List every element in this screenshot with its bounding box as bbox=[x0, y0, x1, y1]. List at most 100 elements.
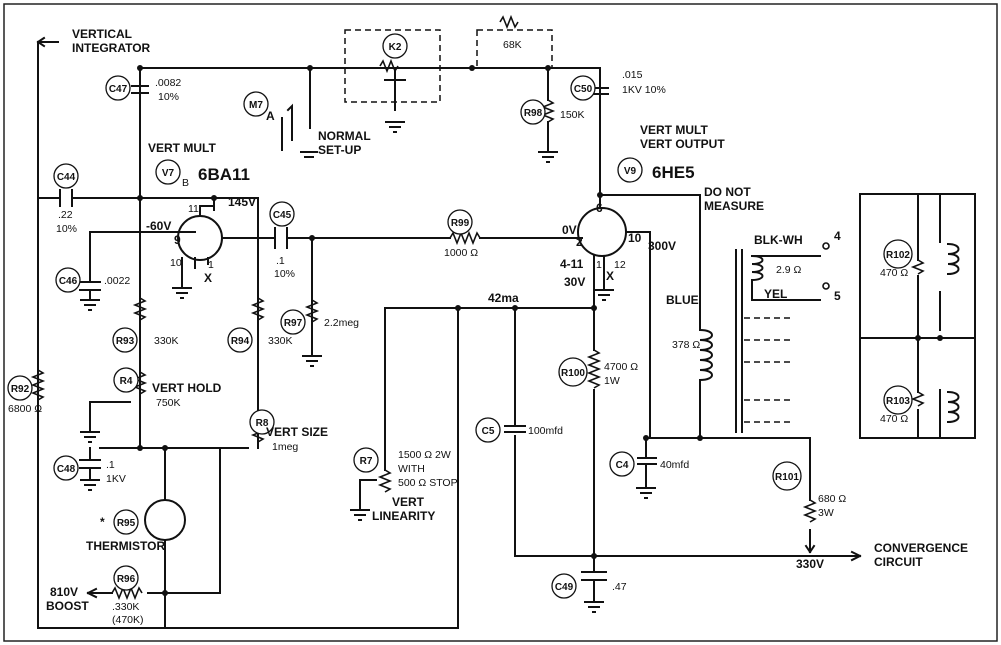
ov-label: 0V bbox=[562, 223, 577, 237]
c45-ref: C45 bbox=[273, 210, 292, 221]
r8-value: 1meg bbox=[272, 441, 298, 453]
pin-10: 10 bbox=[170, 257, 182, 269]
r93-ref: R93 bbox=[116, 336, 135, 347]
c49-value: .47 bbox=[612, 581, 627, 593]
r101-value: 680 Ω bbox=[818, 493, 846, 505]
r95-star: * bbox=[100, 515, 105, 529]
r98-ref: R98 bbox=[524, 108, 543, 119]
r68k-value: 68K bbox=[503, 39, 522, 51]
x-mark-2: X bbox=[606, 269, 614, 283]
vert-mult-label: VERT MULT bbox=[148, 141, 216, 155]
vert-mult-label-2: VERT MULT bbox=[640, 123, 708, 137]
junction-dots bbox=[137, 65, 943, 596]
v9-tube-type: 6HE5 bbox=[652, 163, 695, 182]
convergence-label-2: CIRCUIT bbox=[874, 555, 923, 569]
r100-power: 1W bbox=[604, 375, 620, 387]
r99-value: 1000 Ω bbox=[444, 247, 478, 259]
c48-rating: 1KV bbox=[106, 473, 126, 485]
r96-alt-value: (470K) bbox=[112, 614, 144, 626]
m7-ref: M7 bbox=[249, 100, 263, 111]
c48-value: .1 bbox=[106, 459, 115, 471]
pin-6: 6 bbox=[596, 201, 603, 215]
pin-4-11: 4-11 bbox=[560, 257, 584, 271]
pin-9: 9 bbox=[174, 233, 181, 247]
r8-ref: R8 bbox=[256, 418, 269, 429]
c4-ref: C4 bbox=[616, 460, 629, 471]
current-42ma: 42ma bbox=[488, 291, 519, 305]
r103-ref: R103 bbox=[886, 396, 910, 407]
r103-value: 470 Ω bbox=[880, 413, 908, 425]
r101-ref: R101 bbox=[775, 472, 799, 483]
yel-label: YEL bbox=[764, 287, 787, 301]
r100-value: 4700 Ω bbox=[604, 361, 638, 373]
r93-value: 330K bbox=[154, 335, 179, 347]
frame bbox=[3, 3, 998, 642]
do-not-label: DO NOT bbox=[704, 185, 751, 199]
pin-10-v9: 10 bbox=[628, 231, 642, 245]
r97-ref: R97 bbox=[284, 318, 303, 329]
v300-label: 300V bbox=[648, 239, 676, 253]
vert-hold-label: VERT HOLD bbox=[152, 381, 222, 395]
r4-value: 750K bbox=[156, 397, 181, 409]
ground-symbols bbox=[80, 121, 656, 613]
r98-value: 150K bbox=[560, 109, 585, 121]
c50-rating: 1KV 10% bbox=[622, 84, 666, 96]
terminal-5: 5 bbox=[834, 289, 841, 303]
c47-ref: C47 bbox=[109, 84, 128, 95]
reference-bubbles bbox=[7, 33, 913, 599]
vert-output-label: VERT OUTPUT bbox=[640, 137, 725, 151]
c50-ref: C50 bbox=[574, 84, 593, 95]
setup-label: SET-UP bbox=[318, 143, 361, 157]
r99-ref: R99 bbox=[451, 218, 470, 229]
normal-label: NORMAL bbox=[318, 129, 371, 143]
convergence-label-1: CONVERGENCE bbox=[874, 541, 968, 555]
v30-label: 30V bbox=[564, 275, 585, 289]
v9-ref: V9 bbox=[624, 166, 637, 177]
vert-linearity-2: LINEARITY bbox=[372, 509, 435, 523]
wiring bbox=[36, 29, 976, 629]
r94-ref: R94 bbox=[231, 336, 250, 347]
blue-label: BLUE bbox=[666, 293, 699, 307]
c50-value: .015 bbox=[622, 69, 643, 81]
pin-1-v9: 1 bbox=[596, 259, 602, 271]
ohm-2-9: 2.9 Ω bbox=[776, 264, 802, 276]
r7-with: WITH bbox=[398, 463, 425, 475]
c46-ref: C46 bbox=[59, 276, 78, 287]
k2-ref: K2 bbox=[389, 42, 402, 53]
r94-value: 330K bbox=[268, 335, 293, 347]
blk-wh-label: BLK-WH bbox=[754, 233, 803, 247]
r7-ref: R7 bbox=[360, 456, 373, 467]
measure-label: MEASURE bbox=[704, 199, 764, 213]
v7-tube-type: 6BA11 bbox=[198, 165, 250, 184]
c49-ref: C49 bbox=[555, 582, 574, 593]
vert-integrator-label-1: VERTICAL bbox=[72, 27, 132, 41]
thermistor-label: THERMISTOR bbox=[86, 539, 165, 553]
vert-integrator-label-2: INTEGRATOR bbox=[72, 41, 151, 55]
r92-ref: R92 bbox=[11, 384, 30, 395]
x-mark-1: X bbox=[204, 271, 212, 285]
c4-value: 40mfd bbox=[660, 459, 689, 471]
r95-ref: R95 bbox=[117, 518, 136, 529]
v7-ref: V7 bbox=[162, 168, 175, 179]
r4-ref: R4 bbox=[120, 376, 133, 387]
m7-position: A bbox=[266, 109, 275, 123]
c47-value: .0082 bbox=[155, 77, 181, 89]
ohm-378: 378 Ω bbox=[672, 339, 700, 351]
r96-ref: R96 bbox=[117, 574, 136, 585]
c45-tolerance: 10% bbox=[274, 268, 295, 280]
c46-value: .0022 bbox=[104, 275, 130, 287]
c5-ref: C5 bbox=[482, 426, 495, 437]
r7-stop: 500 Ω STOP bbox=[398, 477, 458, 489]
c45-value: .1 bbox=[276, 255, 285, 267]
r92-value: 6800 Ω bbox=[8, 403, 42, 415]
r100-ref: R100 bbox=[561, 368, 585, 379]
c47-tolerance: 10% bbox=[158, 91, 179, 103]
pin-12: 12 bbox=[614, 259, 626, 271]
pin-1: 1 bbox=[208, 259, 214, 271]
r101-power: 3W bbox=[818, 507, 834, 519]
c44-value: .22 bbox=[58, 209, 73, 221]
r97-value: 2.2meg bbox=[324, 317, 359, 329]
r96-value: .330K bbox=[112, 601, 139, 613]
